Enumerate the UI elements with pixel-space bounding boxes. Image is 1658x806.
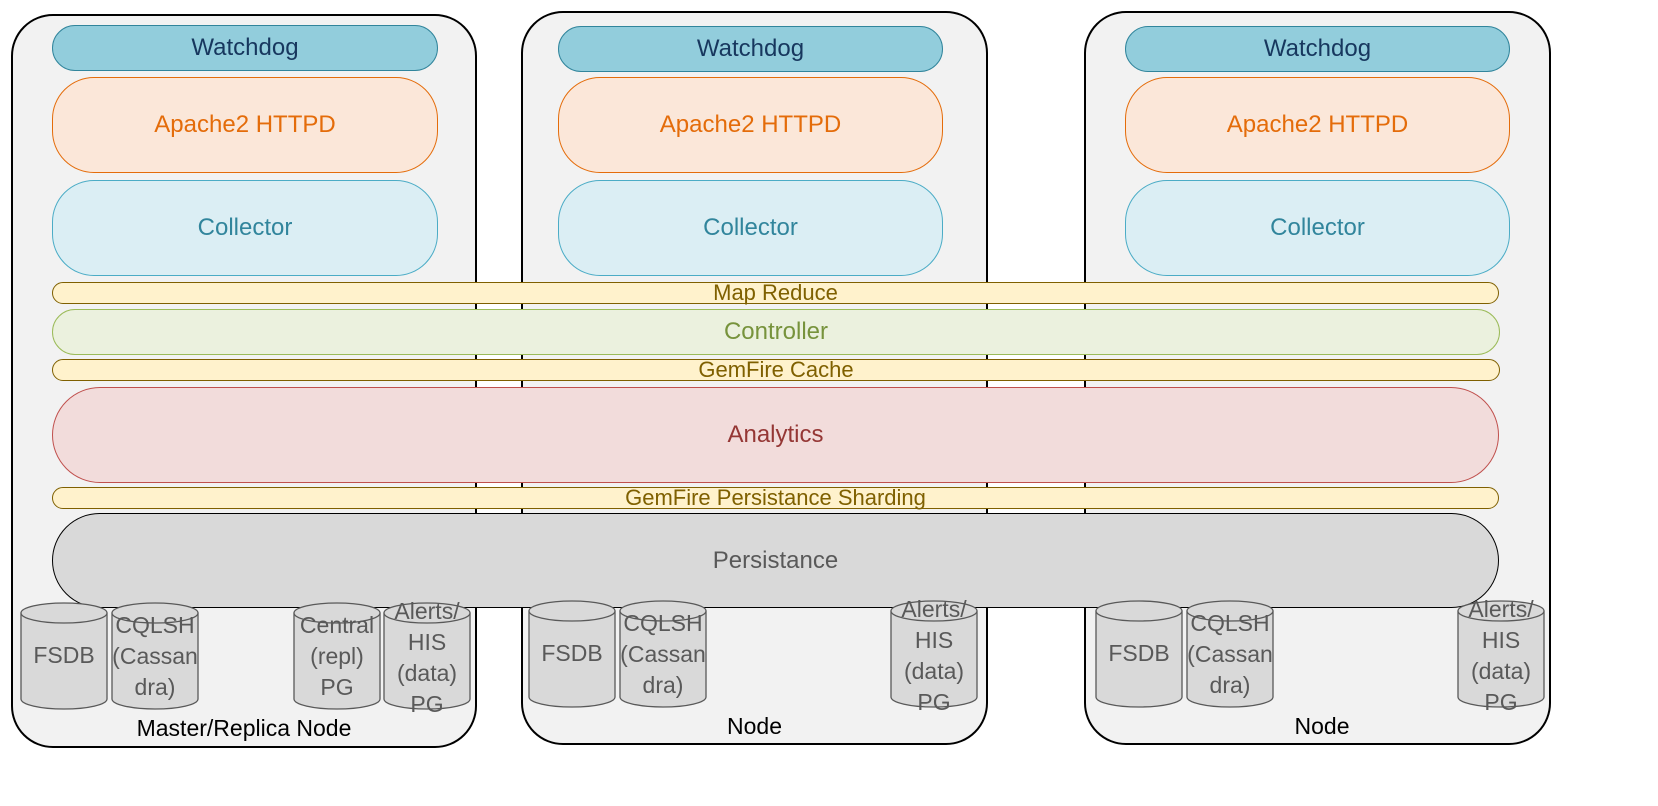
db-label: Alerts/ HIS (data) PG (1468, 596, 1534, 715)
apache-httpd-box: Apache2 HTTPD (558, 77, 943, 173)
fsdb-database-icon: FSDB (1095, 600, 1183, 708)
apache-httpd-box: Apache2 HTTPD (52, 77, 438, 173)
db-label: Alerts/ HIS (data) PG (394, 598, 460, 717)
collector-box: Collector (52, 180, 438, 276)
node-label: Node (727, 713, 782, 739)
fsdb-database-icon: FSDB (20, 602, 108, 710)
cqlsh-cassandra-database-icon: CQLSH (Cassan dra) (1186, 600, 1274, 708)
node-label: Node (1294, 713, 1350, 739)
db-label: CQLSH (Cassan dra) (1187, 610, 1273, 698)
collector-box: Collector (1125, 180, 1510, 276)
db-label: Alerts/ HIS (data) PG (901, 596, 967, 715)
alerts-his-pg-database-icon: Alerts/ HIS (data) PG (890, 596, 978, 715)
db-label: FSDB (33, 642, 95, 668)
db-label: CQLSH (Cassan dra) (112, 612, 198, 700)
map-reduce-layer: Map Reduce (52, 280, 1499, 305)
controller-layer: Controller (52, 309, 1500, 355)
apache-httpd-box: Apache2 HTTPD (1125, 77, 1510, 173)
cqlsh-cassandra-database-icon: CQLSH (Cassan dra) (619, 600, 707, 708)
fsdb-database-icon: FSDB (528, 600, 616, 708)
db-label: FSDB (541, 640, 603, 666)
cqlsh-cassandra-database-icon: CQLSH (Cassan dra) (111, 602, 199, 710)
node-label: Master/Replica Node (136, 715, 352, 741)
watchdog-box: Watchdog (1125, 26, 1510, 72)
central-repl-pg-database-icon: Central (repl) PG (293, 602, 381, 710)
alerts-his-pg-database-icon: Alerts/ HIS (data) PG (1457, 596, 1545, 715)
persistance-layer: Persistance (52, 513, 1499, 608)
db-label: CQLSH (Cassan dra) (620, 610, 706, 698)
gemfire-persistance-sharding-layer: GemFire Persistance Sharding (52, 485, 1499, 510)
watchdog-box: Watchdog (52, 25, 438, 71)
alerts-his-pg-database-icon: Alerts/ HIS (data) PG (383, 598, 471, 717)
db-label: FSDB (1108, 640, 1170, 666)
gemfire-cache-layer: GemFire Cache (52, 357, 1500, 382)
db-label: Central (repl) PG (299, 612, 375, 700)
analytics-layer: Analytics (52, 387, 1499, 483)
collector-box: Collector (558, 180, 943, 276)
watchdog-box: Watchdog (558, 26, 943, 72)
